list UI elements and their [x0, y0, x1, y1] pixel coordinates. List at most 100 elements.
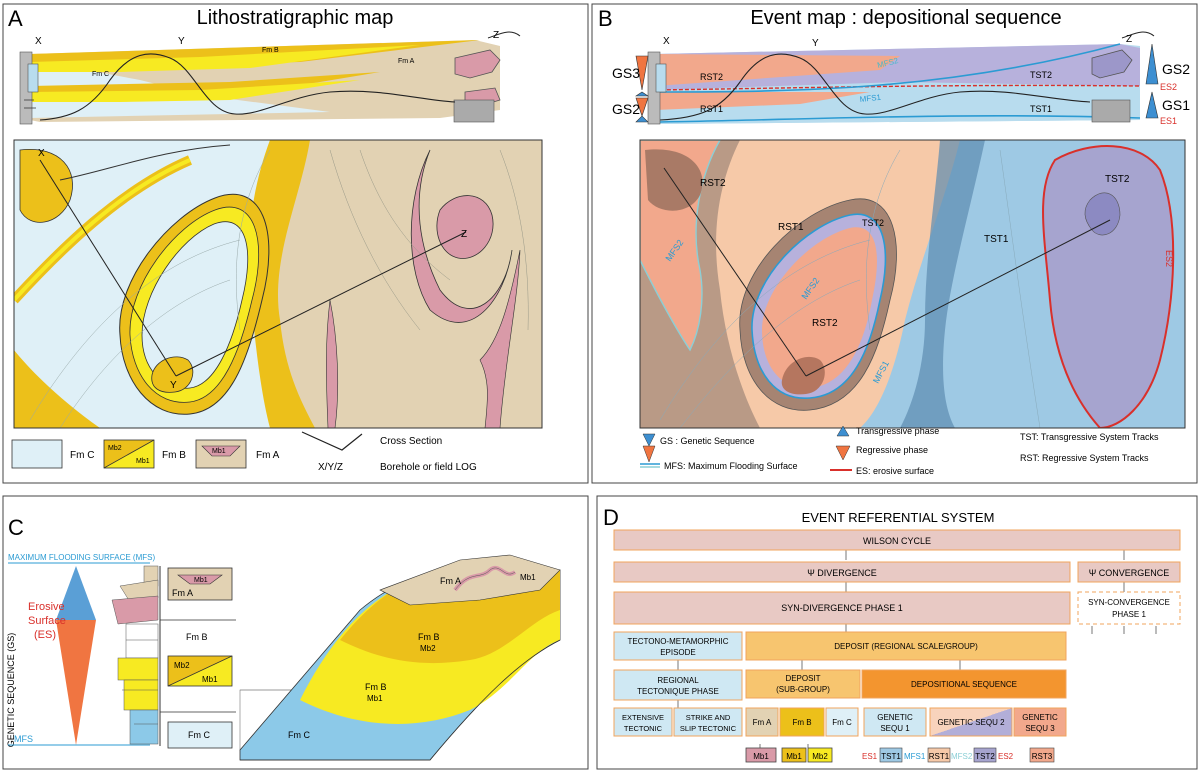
d-tecto-1: TECTONO-METAMORPHIC — [627, 637, 728, 646]
d-convergence: Ψ CONVERGENCE — [1089, 568, 1170, 578]
b-sec-mfs1: MFS1 — [859, 93, 882, 104]
c-mfs-top: MAXIMUM FLOODING SURFACE (MFS) — [8, 553, 155, 562]
c-box-mb1b: Mb1 — [202, 675, 218, 684]
d-regional-1: REGIONAL — [657, 676, 699, 685]
panel-b-cross-section: GS3 GS2 GS2 GS1 ES2 ES1 X Y Z RST2 RST1 … — [612, 31, 1190, 126]
d-divergence: Ψ DIVERGENCE — [807, 568, 877, 578]
b-legend-mfs: MFS: Maximum Flooding Surface — [664, 461, 798, 471]
d-connectors — [677, 550, 1157, 748]
a-map-y: Y — [170, 380, 177, 391]
d-mb1b-box — [781, 747, 807, 763]
d-divergence-box — [613, 561, 1071, 583]
c-box-fmc: Fm C — [188, 730, 210, 740]
d-synconv-1: SYN-CONVERGENCE — [1088, 598, 1170, 607]
panel-a-letter: A — [8, 6, 23, 31]
b-legend-gs: GS : Genetic Sequence — [660, 436, 755, 446]
c-block-mb2: Mb2 — [420, 644, 436, 653]
b-es2: ES2 — [1160, 82, 1177, 92]
d-tst2-box — [973, 747, 997, 763]
d-gs2-box — [929, 707, 1013, 737]
b-gs3: GS3 — [612, 65, 640, 81]
d-convergence-box — [1077, 561, 1181, 583]
d-fmc-box — [825, 707, 859, 737]
legend-borehole: Borehole or field LOG — [380, 462, 477, 473]
b-legend-tst: TST: Transgressive System Tracks — [1020, 432, 1159, 442]
c-block-fma: Fm A — [440, 576, 461, 586]
c-block-fmb1: Fm B — [418, 632, 440, 642]
d-gs2: GENETIC SEQU 2 — [937, 718, 1005, 727]
d-fmc: Fm C — [832, 718, 852, 727]
c-erosive-1: Erosive — [28, 601, 65, 613]
d-tst2: TST2 — [975, 752, 995, 761]
panel-b-map — [640, 140, 1185, 428]
b-map-tst2b: TST2 — [1105, 174, 1130, 185]
d-syndiv-box — [613, 591, 1071, 625]
panel-a-map — [14, 140, 542, 428]
d-strike-box — [673, 707, 743, 737]
panel-a-legend: Fm C Mb2 Mb1 Fm B Mb1 Fm A X/Y/Z Cross S… — [11, 431, 477, 473]
d-gs1-box — [863, 707, 927, 737]
c-mfs-bottom: MFS — [14, 734, 33, 744]
d-synconv-2: PHASE 1 — [1112, 610, 1146, 619]
d-mb2: Mb2 — [812, 752, 828, 761]
panel-c: C MAXIMUM FLOODING SURFACE (MFS) GENETIC… — [2, 495, 589, 770]
d-tst1-box — [879, 747, 903, 763]
d-tst1: TST1 — [881, 752, 901, 761]
d-depositsub-2: (SUB-GROUP) — [776, 685, 830, 694]
c-box-mb2: Mb2 — [174, 661, 190, 670]
panel-d: D EVENT REFERENTIAL SYSTEM WILSON CYCLE … — [596, 495, 1198, 770]
d-syndiv: SYN-DIVERGENCE PHASE 1 — [781, 603, 903, 613]
b-sec-rst1: RST1 — [700, 104, 723, 114]
b-sec-tst1: TST1 — [1030, 104, 1052, 114]
b-legend-regr: Regressive phase — [856, 445, 928, 455]
d-rst3: RST3 — [1032, 752, 1053, 761]
panel-a-title: Lithostratigraphic map — [197, 7, 394, 29]
d-strike-2: SLIP TECTONIC — [680, 724, 737, 733]
legend-mb1a: Mb1 — [212, 448, 226, 455]
d-mb1b: Mb1 — [786, 752, 802, 761]
d-es1: ES1 — [862, 752, 878, 761]
legend-fmb: Fm B — [162, 450, 186, 461]
b-gs1: GS1 — [1162, 97, 1190, 113]
d-strike-1: STRIKE AND — [686, 713, 731, 722]
d-rst1: RST1 — [929, 752, 950, 761]
d-extensive-1: EXTENSIVE — [622, 713, 664, 722]
d-deposit: DEPOSIT (REGIONAL SCALE/GROUP) — [834, 642, 978, 651]
d-gs3-box — [1013, 707, 1067, 737]
b-sec-rst2: RST2 — [700, 72, 723, 82]
legend-fmc-swatch — [11, 439, 63, 469]
legend-mb1: Mb1 — [136, 458, 150, 465]
d-rst3-box — [1029, 747, 1055, 763]
legend-mb2: Mb2 — [108, 445, 122, 452]
a-sec-x: X — [35, 36, 42, 47]
d-gs3-1: GENETIC — [1022, 713, 1058, 722]
a-sec-fma: Fm A — [398, 58, 415, 65]
b-sec-y: Y — [812, 38, 819, 49]
d-mfs1: MFS1 — [904, 752, 926, 761]
cross-section-icon — [301, 431, 363, 451]
d-gs3-2: SEQU 3 — [1025, 724, 1055, 733]
c-box-mb1: Mb1 — [194, 577, 208, 584]
gs-icon — [642, 433, 656, 447]
c-block-mb1b: Mb1 — [367, 694, 383, 703]
d-mb2-box — [807, 747, 833, 763]
b-map-es2: ES2 — [1164, 250, 1174, 267]
d-tecto-box — [613, 631, 743, 661]
d-gs1-1: GENETIC — [877, 713, 913, 722]
a-sec-fmc: Fm C — [92, 71, 109, 78]
c-gs-label: GENETIC SEQUENCE (GS) — [6, 633, 16, 748]
b-gs2: GS2 — [612, 101, 640, 117]
d-mfs2: MFS2 — [951, 752, 973, 761]
b-map-rst2a: RST2 — [700, 178, 726, 189]
legend-fma: Fm A — [256, 450, 280, 461]
panel-b-letter: B — [598, 6, 613, 31]
d-wilson: WILSON CYCLE — [863, 536, 931, 546]
d-tecto-2: EPISODE — [660, 648, 696, 657]
panel-b-title: Event map : depositional sequence — [750, 7, 1061, 29]
d-rst1-box — [927, 747, 951, 763]
panel-a-cross-section: X Y Z Fm C Fm B Fm A — [19, 30, 521, 125]
a-sec-z: Z — [493, 30, 499, 41]
c-block-fmb2: Fm B — [365, 682, 387, 692]
